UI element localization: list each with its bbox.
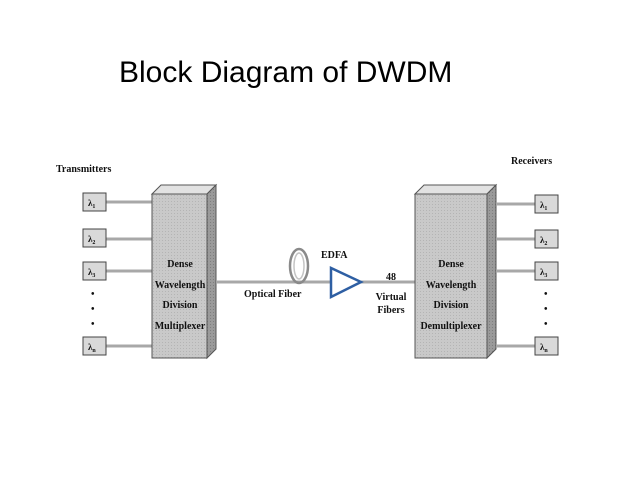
svg-text:λ2: λ2	[88, 234, 95, 246]
transmitter-n: λn	[82, 336, 107, 356]
lambda-symbol: λ	[88, 342, 93, 352]
svg-text:λ1: λ1	[88, 198, 95, 210]
lambda-symbol: λ	[540, 267, 545, 277]
multiplexer-block: Dense Wavelength Division Multiplexer	[150, 183, 218, 360]
transmitters-label: Transmitters	[56, 164, 111, 175]
subscript: 1	[544, 206, 547, 212]
svg-text:λ3: λ3	[88, 267, 95, 279]
ellipsis-dot: •	[91, 304, 95, 315]
receiver-lines	[496, 202, 535, 348]
slide-title: Block Diagram of DWDM	[119, 56, 453, 89]
fiber-coil	[288, 247, 310, 285]
transmitter-ellipsis: • • •	[91, 289, 95, 330]
transmitter-1: λ1	[82, 192, 107, 212]
edfa-label: EDFA	[321, 250, 348, 261]
receiver-ellipsis: • • •	[544, 289, 548, 330]
demultiplexer-block: Dense Wavelength Division Demultiplexer	[413, 183, 498, 360]
optical-fiber-label: Optical Fiber	[244, 289, 302, 300]
mux-line-4: Multiplexer	[155, 321, 206, 332]
lambda-symbol: λ	[540, 200, 545, 210]
subscript: n	[92, 348, 96, 354]
receivers-label: Receivers	[511, 156, 552, 167]
receiver-n: λn	[534, 336, 559, 356]
lambda-symbol: λ	[88, 198, 93, 208]
subscript: 3	[544, 273, 547, 279]
ellipsis-dot: •	[91, 289, 95, 300]
ellipsis-dot: •	[91, 319, 95, 330]
svg-text:λ2: λ2	[540, 235, 547, 247]
lambda-symbol: λ	[88, 234, 93, 244]
svg-text:λ1: λ1	[540, 200, 547, 212]
subscript: n	[544, 348, 548, 354]
svg-text:λn: λn	[88, 342, 96, 354]
receiver-2: λ2	[534, 229, 559, 249]
receiver-1: λ1	[534, 194, 559, 214]
mux-line-1: Dense	[167, 259, 193, 270]
demux-line-1: Dense	[438, 259, 464, 270]
demux-line-4: Demultiplexer	[420, 321, 482, 332]
transmitter-lines	[106, 200, 152, 348]
svg-text:λn: λn	[540, 342, 548, 354]
transmitter-2: λ2	[82, 228, 107, 248]
ellipsis-dot: •	[544, 304, 548, 315]
ellipsis-dot: •	[544, 289, 548, 300]
subscript: 2	[544, 241, 547, 247]
subscript: 1	[92, 204, 95, 210]
virtual-fibers-label: Fibers	[377, 305, 404, 316]
demux-line-2: Wavelength	[426, 280, 477, 291]
mux-line-3: Division	[162, 300, 197, 311]
demux-line-3: Division	[433, 300, 468, 311]
transmitter-3: λ3	[82, 261, 107, 281]
virtual-count: 48	[386, 272, 396, 283]
ellipsis-dot: •	[544, 319, 548, 330]
lambda-symbol: λ	[540, 342, 545, 352]
optical-fiber	[216, 247, 415, 285]
subscript: 3	[92, 273, 95, 279]
edfa-amplifier	[329, 266, 364, 300]
subscript: 2	[92, 240, 95, 246]
receiver-3: λ3	[534, 261, 559, 281]
virtual-label: Virtual	[376, 292, 407, 303]
mux-line-2: Wavelength	[155, 280, 206, 291]
lambda-symbol: λ	[540, 235, 545, 245]
lambda-symbol: λ	[88, 267, 93, 277]
svg-text:λ3: λ3	[540, 267, 547, 279]
